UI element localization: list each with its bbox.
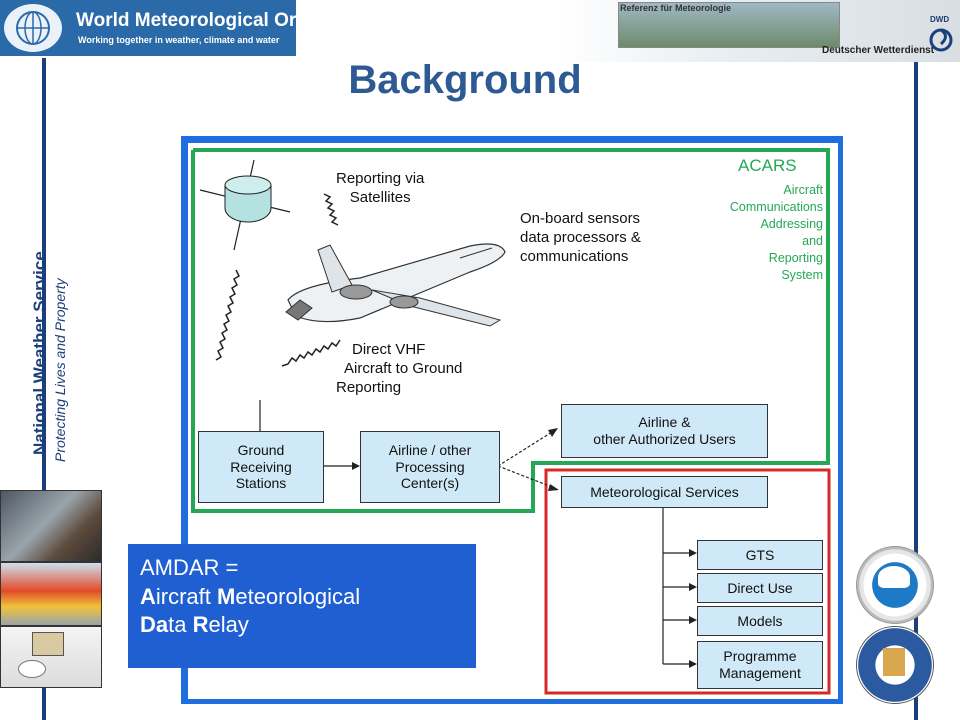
acars-title: ACARS	[738, 156, 797, 175]
meteorological-services-box: Meteorological Services	[561, 476, 768, 508]
noaa-bird-icon	[878, 566, 910, 588]
wmo-name: World Meteorological Organization	[76, 10, 391, 31]
arrow-ground-to-processing	[322, 462, 360, 470]
gts-box: GTS	[697, 540, 823, 570]
arrow-processing-to-met	[497, 465, 559, 491]
models-box: Models	[697, 606, 823, 636]
dwd-banner-text: Referenz für Meteorologie	[620, 3, 732, 13]
aircraft-icon	[285, 243, 506, 327]
amdar-definition: AMDAR = Aircraft Meteorological Data Rel…	[128, 544, 476, 668]
satellite-icon	[199, 159, 291, 251]
direct-use-box: Direct Use	[697, 573, 823, 603]
page-title: Background	[348, 58, 582, 102]
amdar-line1: AMDAR =	[140, 555, 239, 580]
satellite-label: Reporting via Satellites	[336, 170, 425, 206]
photo-aircraft	[0, 562, 102, 626]
met-outline	[544, 468, 831, 695]
wmo-tagline: Working together in weather, climate and…	[78, 35, 280, 45]
met-tree-connectors	[662, 506, 697, 668]
equipment-box-icon	[32, 632, 64, 656]
photo-instrument	[0, 490, 102, 562]
left-divider	[42, 58, 46, 720]
equipment-sensor-icon	[18, 660, 46, 678]
right-divider	[914, 62, 918, 720]
signal-sat-to-plane	[323, 193, 339, 226]
vhf-label: Direct VHF Aircraft to Ground Reporting	[336, 341, 463, 396]
airline-users-box: Airline &other Authorized Users	[561, 404, 768, 458]
wmo-emblem-icon	[4, 4, 62, 52]
dwd-name: Deutscher Wetterdienst	[822, 45, 935, 56]
signal-plane-to-ground	[281, 339, 341, 367]
signal-sat-to-ground	[215, 269, 240, 361]
amdar-line2: Aircraft Meteorological	[140, 583, 361, 609]
acars-expansion: Aircraft Communications Addressing and R…	[729, 183, 823, 282]
amdar-line3: Data Relay	[140, 612, 249, 638]
dwd-logo-text: DWD	[930, 15, 949, 24]
commerce-eagle-icon	[883, 648, 905, 676]
sensors-label: On-board sensors data processors & commu…	[520, 210, 641, 265]
arrow-processing-to-airline	[497, 428, 558, 467]
dwd-logo-icon: DWD	[928, 14, 954, 54]
dwd-photo-strip	[618, 2, 840, 48]
acars-outline	[191, 148, 830, 513]
noaa-seal-icon	[856, 546, 934, 624]
